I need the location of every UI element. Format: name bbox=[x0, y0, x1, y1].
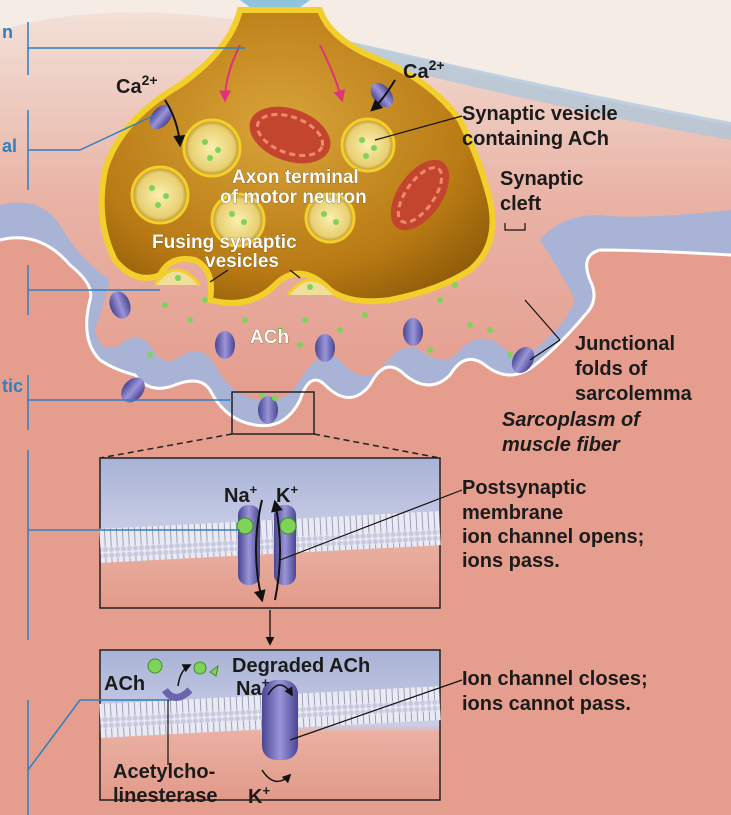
degraded-ach-label: Degraded ACh bbox=[232, 655, 370, 677]
degraded-ach-part bbox=[194, 662, 206, 674]
edge-label-1: n bbox=[2, 22, 13, 42]
ach-receptor bbox=[315, 334, 335, 362]
sarcoplasm-label-line1: Sarcoplasm of bbox=[502, 409, 642, 431]
closed-ion-channel bbox=[262, 680, 298, 760]
ion-channel-closes-line1: Ion channel closes; bbox=[462, 668, 648, 690]
ach-bound-left bbox=[237, 518, 253, 534]
acetylcholinesterase-label-line1: Acetylcho- bbox=[113, 761, 215, 783]
fusing-vesicles-label-line2: vesicles bbox=[205, 251, 279, 272]
synaptic-vesicle-label-line2: containing ACh bbox=[462, 128, 609, 150]
junctional-folds-label-line3: sarcolemma bbox=[575, 383, 693, 405]
fusing-vesicles-label-line1: Fusing synaptic bbox=[152, 232, 297, 253]
synaptic-vesicle bbox=[342, 119, 394, 171]
edge-label-2: al bbox=[2, 136, 17, 156]
synaptic-vesicle bbox=[132, 167, 188, 223]
postsynaptic-label-line4: ions pass. bbox=[462, 550, 560, 572]
postsynaptic-label-line3: ion channel opens; bbox=[462, 526, 644, 548]
inset-panel-open-channel bbox=[99, 458, 440, 608]
ach-bound-right bbox=[280, 518, 296, 534]
acetylcholinesterase-label-line2: linesterase bbox=[113, 785, 218, 807]
ach-receptor bbox=[403, 318, 423, 346]
axon-terminal-label-line1: Axon terminal bbox=[232, 167, 359, 188]
postsynaptic-label-line2: membrane bbox=[462, 502, 563, 524]
synaptic-cleft-label-line2: cleft bbox=[500, 193, 541, 215]
junctional-folds-label-line1: Junctional bbox=[575, 333, 675, 355]
axon-terminal-label-line2: of motor neuron bbox=[220, 187, 367, 208]
ion-channel-closes-line2: ions cannot pass. bbox=[462, 693, 631, 715]
synaptic-vesicle-label-line1: Synaptic vesicle bbox=[462, 103, 618, 125]
ach-molecule bbox=[148, 659, 162, 673]
junctional-folds-label-line2: folds of bbox=[575, 358, 648, 380]
ach-receptor bbox=[215, 331, 235, 359]
sarcoplasm-label-line2: muscle fiber bbox=[502, 434, 621, 456]
edge-label-3: tic bbox=[2, 376, 23, 396]
ach-cleft-label: ACh bbox=[250, 327, 289, 348]
synaptic-cleft-label-line1: Synaptic bbox=[500, 168, 583, 190]
ach-label-inset: ACh bbox=[104, 673, 145, 695]
postsynaptic-label-line1: Postsynaptic bbox=[462, 477, 586, 499]
